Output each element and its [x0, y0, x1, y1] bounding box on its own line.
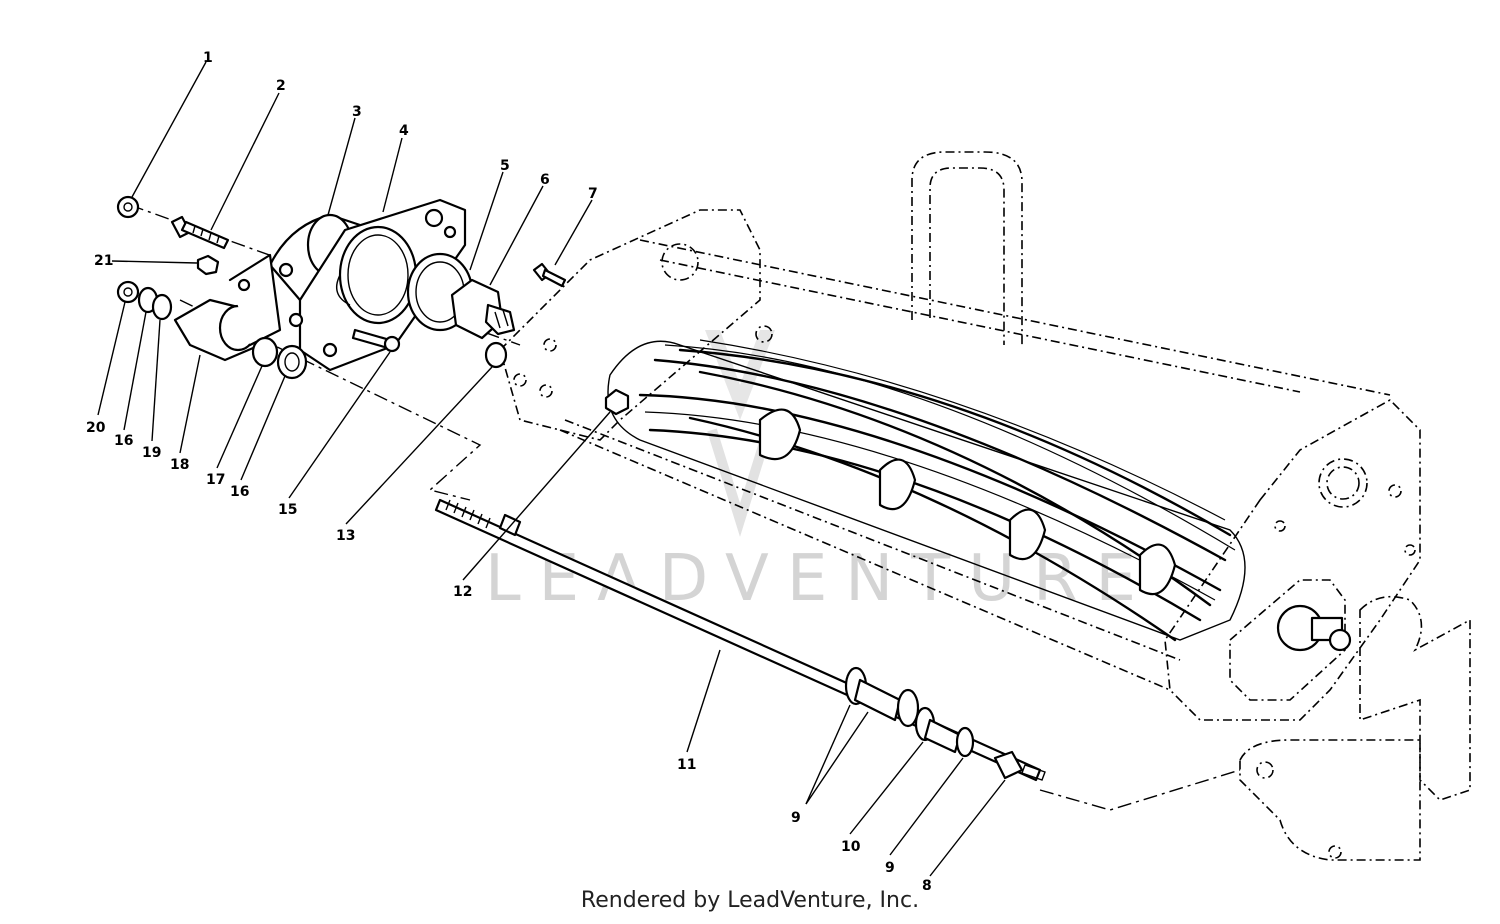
- callout-18: 18: [170, 457, 189, 473]
- callout-13: 13: [336, 528, 355, 544]
- callouts: 1 2 3 4 5 6 7 21 20 16 19 18 17 16 15 13…: [86, 50, 932, 894]
- callout-3: 3: [352, 104, 362, 120]
- callout-9b: 9: [885, 860, 895, 876]
- reel-frame: [499, 151, 1471, 861]
- leader-lines: [97, 61, 1006, 877]
- callout-6: 6: [540, 172, 550, 188]
- reel-shaft: [434, 498, 1046, 782]
- watermark-text: LEADVENTURE: [485, 542, 1154, 616]
- render-credit: Rendered by LeadVenture, Inc.: [580, 888, 920, 913]
- callout-1: 1: [203, 50, 213, 66]
- bearing-housing-assembly: [116, 195, 630, 416]
- callout-15: 15: [278, 502, 297, 518]
- callout-16a: 16: [114, 433, 133, 449]
- reel-cylinder: [607, 339, 1246, 642]
- callout-16b: 16: [230, 484, 249, 500]
- callout-21: 21: [94, 253, 113, 269]
- callout-5: 5: [500, 158, 510, 174]
- callout-7: 7: [588, 186, 598, 202]
- callout-8: 8: [922, 878, 932, 894]
- callout-20: 20: [86, 420, 106, 436]
- callout-19: 19: [142, 445, 161, 461]
- callout-10: 10: [841, 839, 861, 855]
- callout-17: 17: [206, 472, 225, 488]
- callout-4: 4: [399, 123, 409, 139]
- callout-9a: 9: [791, 810, 801, 826]
- callout-2: 2: [276, 78, 286, 94]
- callout-12: 12: [453, 584, 472, 600]
- callout-11: 11: [677, 757, 696, 773]
